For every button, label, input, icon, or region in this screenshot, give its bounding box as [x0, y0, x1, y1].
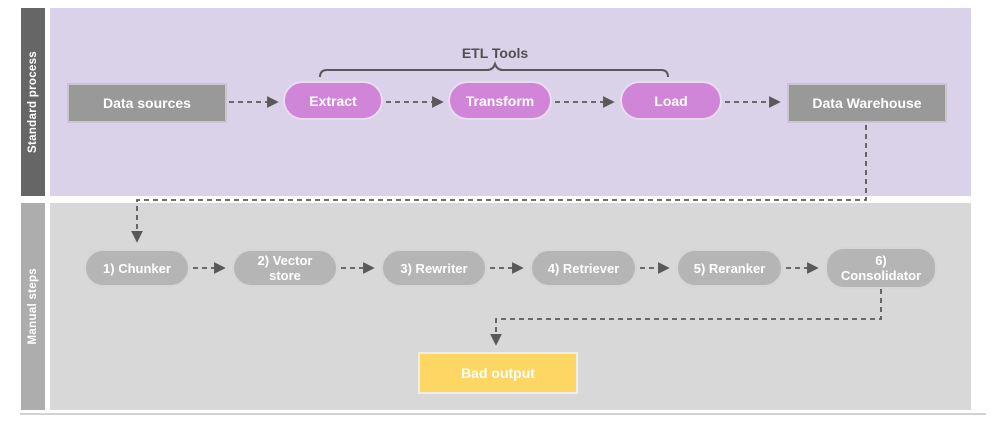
node-vector-store: 2) Vector store — [232, 249, 338, 287]
node-extract: Extract — [283, 81, 383, 120]
node-transform: Transform — [448, 81, 552, 120]
node-data-warehouse: Data Warehouse — [787, 83, 947, 123]
node-chunker: 1) Chunker — [84, 249, 190, 287]
node-reranker: 5) Reranker — [676, 249, 783, 287]
node-bad-output: Bad output — [418, 352, 578, 394]
node-data-sources: Data sources — [67, 83, 227, 123]
etl-tools-label: ETL Tools — [461, 45, 529, 61]
lane-label-standard-process: Standard process — [27, 51, 39, 153]
node-consolidator: 6) Consolidator — [825, 247, 937, 289]
node-rewriter: 3) Rewriter — [381, 249, 487, 287]
node-load: Load — [620, 81, 722, 120]
lane-band-standard-process: Standard process — [21, 8, 45, 196]
lane-band-manual-steps: Manual steps — [21, 203, 45, 410]
lane-label-manual-steps: Manual steps — [27, 268, 39, 345]
page-bottom-rule — [20, 413, 986, 415]
node-retriever: 4) Retriever — [530, 249, 637, 287]
